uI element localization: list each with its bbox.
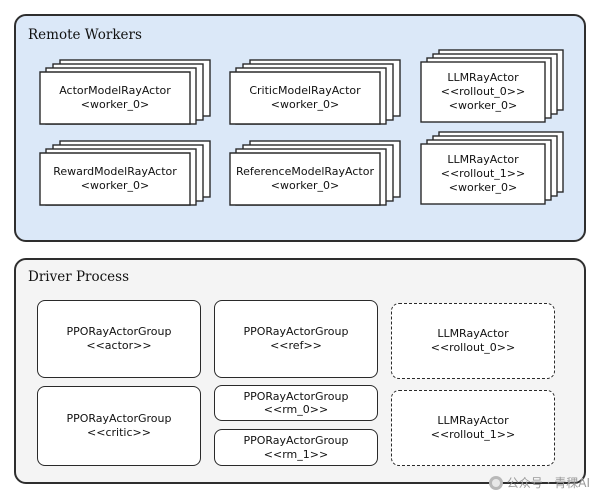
- actor-model-stack: [39, 59, 211, 125]
- ppo-group-actor: PPORayActorGroup <<actor>>: [37, 300, 201, 378]
- llm-actor-rollout1-name: LLMRayActor: [437, 413, 509, 427]
- ppo-group-actor-name: PPORayActorGroup: [66, 324, 172, 338]
- reference-model-label: ReferenceModelRayActor <worker_0>: [230, 153, 380, 205]
- llm-rollout1-stack: [420, 131, 564, 205]
- ppo-group-ref-role: <<ref>>: [270, 339, 322, 352]
- llm-actor-rollout1-role: <<rollout_1>>: [430, 428, 516, 441]
- llm-actor-rollout0-box: LLMRayActor <<rollout_0>>: [391, 303, 555, 379]
- wechat-icon: [488, 475, 503, 490]
- watermark-text: 公众号 · 青稞AI: [506, 476, 590, 490]
- ppo-group-rm0-role: <<rm_0>>: [263, 403, 329, 416]
- ppo-group-ref: PPORayActorGroup <<ref>>: [214, 300, 378, 378]
- ppo-group-critic: PPORayActorGroup <<critic>>: [37, 386, 201, 466]
- llm-rollout1-name: LLMRayActor: [447, 152, 519, 166]
- llm-rollout0-worker: <worker_0>: [448, 99, 518, 113]
- remote-workers-panel: Remote Workers: [14, 14, 586, 242]
- llm-actor-rollout0-name: LLMRayActor: [437, 326, 509, 340]
- llm-actor-rollout1-box: LLMRayActor <<rollout_1>>: [391, 390, 555, 466]
- llm-rollout1-label: LLMRayActor <<rollout_1>> <worker_0>: [421, 144, 545, 204]
- reward-model-label: RewardModelRayActor <worker_0>: [40, 153, 190, 205]
- llm-rollout0-rollout: <<rollout_0>>: [440, 84, 526, 98]
- ppo-group-rm1: PPORayActorGroup <<rm_1>>: [214, 429, 378, 466]
- ppo-group-ref-name: PPORayActorGroup: [243, 324, 349, 338]
- remote-workers-title: Remote Workers: [28, 27, 142, 43]
- reward-model-stack: [39, 140, 211, 206]
- llm-actor-rollout0-role: <<rollout_0>>: [430, 341, 516, 354]
- actor-model-label: ActorModelRayActor <worker_0>: [40, 72, 190, 124]
- ppo-group-rm0-name: PPORayActorGroup: [243, 389, 349, 403]
- driver-process-title: Driver Process: [28, 269, 130, 285]
- ppo-group-actor-role: <<actor>>: [86, 339, 152, 352]
- ppo-group-rm1-name: PPORayActorGroup: [243, 434, 349, 448]
- critic-model-stack: [229, 59, 401, 125]
- llm-rollout1-worker: <worker_0>: [448, 181, 518, 195]
- llm-rollout0-stack: [420, 49, 564, 123]
- ppo-group-rm0: PPORayActorGroup <<rm_0>>: [214, 385, 378, 421]
- reference-model-stack: [229, 140, 401, 206]
- ppo-group-rm1-role: <<rm_1>>: [263, 447, 329, 461]
- critic-model-label: CriticModelRayActor <worker_0>: [230, 72, 380, 124]
- critic-model-worker: <worker_0>: [270, 98, 340, 111]
- critic-model-name: CriticModelRayActor: [249, 83, 361, 97]
- llm-rollout0-label: LLMRayActor <<rollout_0>> <worker_0>: [421, 62, 545, 122]
- reference-model-worker: <worker_0>: [270, 179, 340, 192]
- reward-model-worker: <worker_0>: [80, 179, 150, 192]
- reference-model-name: ReferenceModelRayActor: [235, 164, 374, 178]
- actor-model-name: ActorModelRayActor: [59, 83, 171, 97]
- watermark: 公众号 · 青稞AI: [488, 474, 590, 491]
- actor-model-worker: <worker_0>: [80, 98, 150, 111]
- llm-rollout0-name: LLMRayActor: [447, 70, 519, 84]
- ppo-group-critic-role: <<critic>>: [87, 426, 151, 439]
- ppo-group-critic-name: PPORayActorGroup: [66, 411, 172, 425]
- llm-rollout1-rollout: <<rollout_1>>: [440, 166, 526, 180]
- reward-model-name: RewardModelRayActor: [53, 164, 177, 178]
